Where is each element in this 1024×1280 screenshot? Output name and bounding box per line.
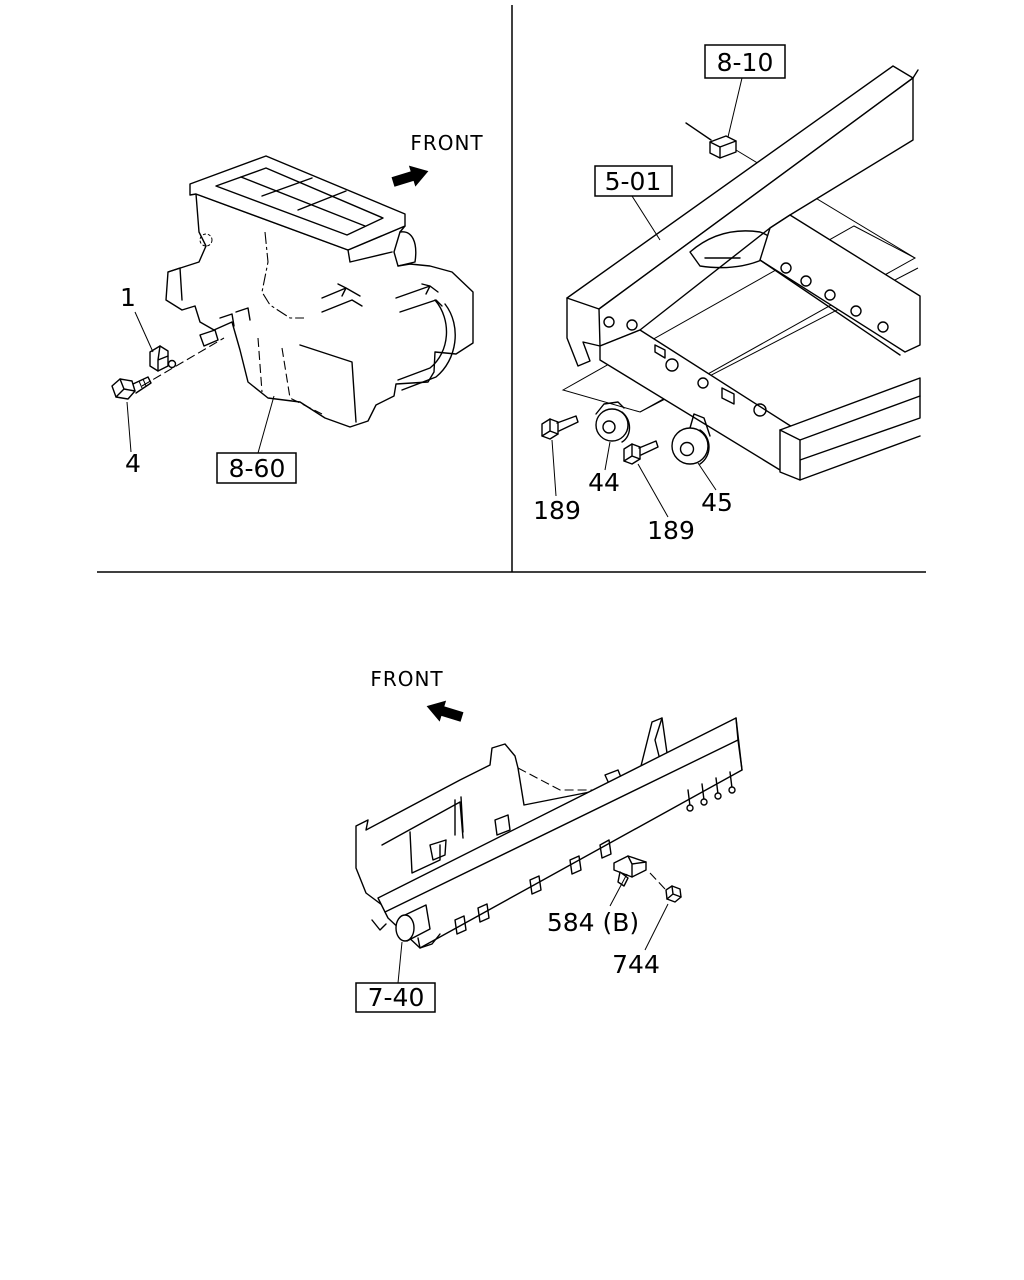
screw-part-4 bbox=[111, 376, 152, 400]
leader-part-744 bbox=[644, 903, 669, 951]
front-label: FRONT bbox=[370, 667, 443, 691]
leader-part-1 bbox=[134, 311, 154, 353]
callout-744: 744 bbox=[612, 950, 660, 979]
leader-horn-45 bbox=[697, 462, 717, 491]
front-arrow-icon bbox=[391, 165, 429, 187]
ref-label-5-01: 5-01 bbox=[605, 167, 662, 196]
assembly-centerline bbox=[141, 337, 225, 387]
leader-bolt-189-left bbox=[551, 439, 557, 497]
frame-drawing bbox=[566, 65, 921, 481]
leader-horn-44 bbox=[604, 441, 611, 471]
ref-box-5-01 bbox=[594, 165, 673, 197]
callout-189-left: 189 bbox=[533, 496, 581, 525]
callout-44: 44 bbox=[588, 468, 620, 497]
ref-box-7-40 bbox=[355, 982, 436, 1013]
callout-1: 1 bbox=[120, 283, 136, 312]
harness-connector bbox=[685, 122, 737, 159]
callout-584b: 584 (B) bbox=[547, 908, 639, 937]
callout-189-right: 189 bbox=[647, 516, 695, 545]
leader-ref-8-60 bbox=[257, 395, 275, 454]
ref-box-8-10 bbox=[704, 44, 786, 79]
ref-label-7-40: 7-40 bbox=[368, 983, 425, 1012]
bottom-panel: FRONT bbox=[355, 667, 743, 1013]
nut-744 bbox=[649, 872, 682, 903]
leader-ref-8-10 bbox=[727, 77, 743, 138]
leader-part-584b bbox=[609, 873, 628, 907]
crossmember-drawing bbox=[355, 717, 743, 949]
leader-bolt-189-right bbox=[637, 463, 669, 518]
cylinder-7-40 bbox=[395, 904, 441, 949]
leader-ref-5-01 bbox=[631, 195, 661, 241]
horn-44 bbox=[595, 401, 631, 443]
ref-box-8-60 bbox=[216, 452, 297, 484]
ref-label-8-60: 8-60 bbox=[229, 454, 286, 483]
leader-ref-7-40 bbox=[397, 941, 403, 984]
part-584b bbox=[613, 855, 647, 887]
top-left-panel: FRONT bbox=[111, 131, 483, 484]
heater-unit-drawing bbox=[165, 155, 474, 428]
callout-4: 4 bbox=[125, 449, 141, 478]
clip-part-1 bbox=[149, 345, 177, 372]
front-label: FRONT bbox=[410, 131, 483, 155]
bolt-189-right bbox=[623, 440, 659, 465]
top-right-panel: 8-10 5-01 44 bbox=[533, 44, 921, 545]
front-arrow-icon bbox=[426, 700, 464, 722]
horn-45 bbox=[671, 413, 711, 465]
leader-part-4 bbox=[126, 401, 132, 453]
callout-45: 45 bbox=[701, 488, 733, 517]
bolt-189-left bbox=[541, 415, 579, 440]
ref-label-8-10: 8-10 bbox=[717, 48, 774, 77]
